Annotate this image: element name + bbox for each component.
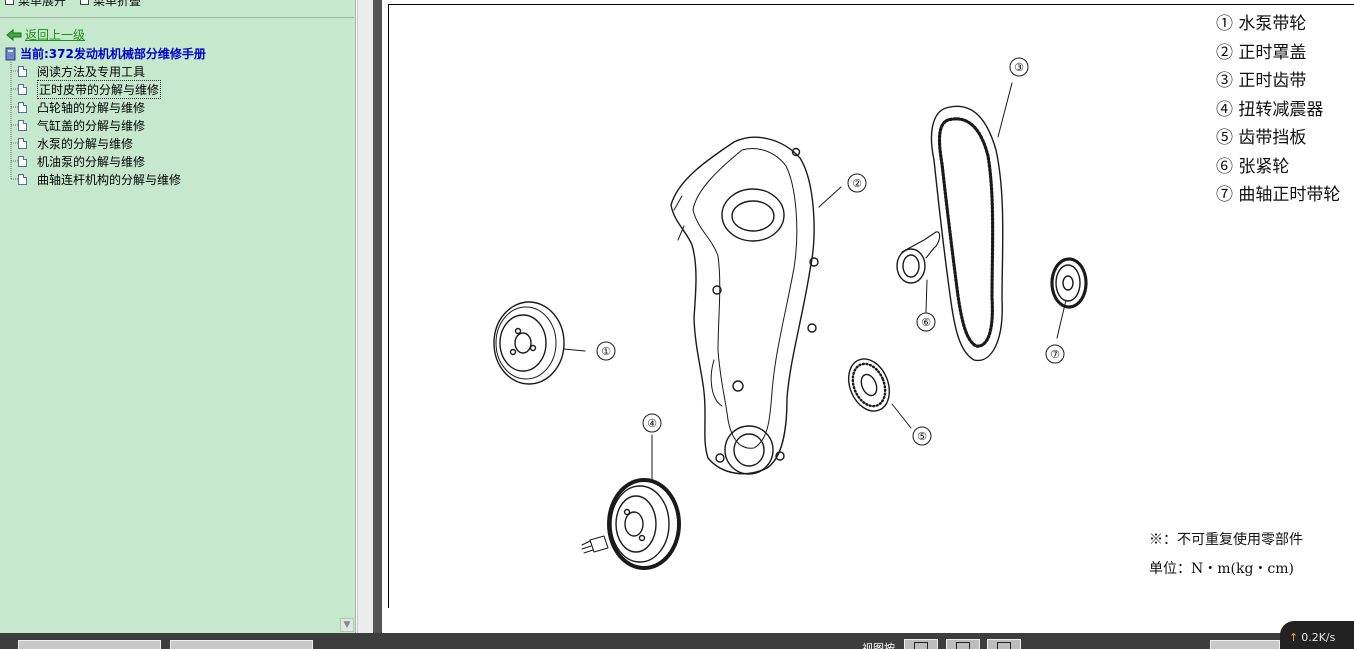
- view-button[interactable]: [904, 639, 938, 649]
- back-arrow-icon: [6, 28, 22, 41]
- timing-belt-exploded-diagram: ① ② ③ ④ ⑤ ⑥ ⑦: [493, 57, 1088, 570]
- view-button[interactable]: [987, 639, 1021, 649]
- chevron-down-icon: ▼: [343, 620, 351, 630]
- document-icon: [18, 101, 27, 113]
- timing-belt-part: [930, 82, 1013, 362]
- menu-collapse-button[interactable]: 菜单折叠: [80, 0, 142, 8]
- legend-item: ② 正时罩盖: [1216, 43, 1307, 63]
- callout-7: ⑦: [1050, 348, 1060, 361]
- tensioner-part: [896, 231, 941, 313]
- network-speed-value: 0.2K/s: [1301, 631, 1336, 644]
- tree-item-water-pump[interactable]: 水泵的分解与维修: [18, 135, 133, 151]
- callout-2: ②: [852, 177, 862, 190]
- taskbar-window-button[interactable]: [170, 640, 313, 649]
- tree-item-label: 正时皮带的分解与维修: [37, 79, 162, 99]
- tree-item-label: 水泵的分解与维修: [37, 136, 134, 151]
- tree-item-timing-belt[interactable]: 正时皮带的分解与维修: [18, 79, 162, 99]
- document-icon: [18, 65, 27, 77]
- scroll-down-button[interactable]: ▼: [340, 618, 354, 632]
- window-icon: [956, 642, 970, 649]
- menu-expand-label: 菜单展开: [18, 0, 67, 8]
- diagram-view: ① ② ③ ④ ⑤ ⑥ ⑦ ① 水泵带轮 ② 正时罩盖 ③ 正时齿带 ④ 扭转减…: [382, 0, 1354, 633]
- back-link-label: 返回上一级: [25, 28, 86, 42]
- timing-cover-part: [670, 136, 842, 475]
- bottom-taskbar: 视图按: [0, 633, 1354, 649]
- window-icon: [914, 642, 928, 649]
- legend-item: ⑤ 齿带挡板: [1216, 128, 1307, 148]
- upload-arrow-icon: ↑: [1289, 631, 1299, 644]
- document-icon: [18, 155, 27, 167]
- callout-5: ⑤: [917, 430, 927, 443]
- book-icon: [5, 47, 16, 60]
- non-reusable-note: ※：不可重复使用零部件: [1149, 532, 1303, 548]
- menu-collapse-label: 菜单折叠: [93, 0, 142, 8]
- callout-6: ⑥: [921, 316, 931, 329]
- tree-item-label: 凸轮轴的分解与维修: [37, 100, 146, 115]
- document-icon: [18, 83, 27, 95]
- legend-item: ⑦ 曲轴正时带轮: [1216, 185, 1341, 205]
- crankshaft-timing-pulley-part: [1050, 257, 1088, 339]
- menu-toolbar: 菜单展开 菜单折叠: [0, 0, 354, 18]
- tree-item-reading-method[interactable]: 阅读方法及专用工具: [18, 63, 145, 79]
- splitter-handle[interactable]: [373, 0, 382, 633]
- document-icon: [18, 173, 27, 185]
- document-icon: [18, 137, 27, 149]
- legend-item: ③ 正时齿带: [1216, 71, 1307, 91]
- tree-item-label: 机油泵的分解与维修: [37, 154, 146, 169]
- callout-3: ③: [1014, 61, 1024, 74]
- tree-item-label: 气缸盖的分解与维修: [37, 118, 146, 133]
- diagram-frame: [388, 4, 1354, 608]
- collapse-icon: [80, 0, 89, 5]
- callout-4: ④: [647, 417, 657, 430]
- legend-item: ⑥ 张紧轮: [1216, 157, 1290, 177]
- tree-item-cylinder-head[interactable]: 气缸盖的分解与维修: [18, 117, 145, 133]
- legend-item: ④ 扭转减震器: [1216, 100, 1324, 120]
- tree-item-label: 阅读方法及专用工具: [37, 64, 146, 79]
- tree-item-crankshaft[interactable]: 曲轴连杆机构的分解与维修: [18, 171, 181, 187]
- expand-icon: [5, 0, 14, 5]
- taskbar-window-button[interactable]: [18, 640, 161, 649]
- back-link[interactable]: 返回上一级: [6, 26, 85, 43]
- tree-item-label: 曲轴连杆机构的分解与维修: [37, 172, 182, 187]
- torsional-damper-part: [581, 434, 681, 570]
- tree-item-camshaft[interactable]: 凸轮轴的分解与维修: [18, 99, 145, 115]
- belt-guide-plate-part: [847, 358, 912, 429]
- view-button[interactable]: [946, 639, 980, 649]
- callout-1: ①: [601, 345, 611, 358]
- tree-connector-lines: [10, 62, 20, 180]
- current-manual-title: 当前:372发动机机械部分维修手册: [5, 45, 206, 62]
- navigation-tree-panel: 菜单展开 菜单折叠 返回上一级 当前:372发动机机械部分维修手册 阅读方法及专…: [0, 0, 356, 633]
- unit-note: 单位：N・m(kg・cm): [1149, 561, 1295, 577]
- document-icon: [18, 119, 27, 131]
- taskbar-window-button[interactable]: [1210, 640, 1280, 649]
- water-pump-pulley-part: [493, 301, 586, 385]
- network-speed-widget: ↑0.2K/s: [1280, 621, 1354, 649]
- tree-item-oil-pump[interactable]: 机油泵的分解与维修: [18, 153, 145, 169]
- view-label: 视图按: [862, 642, 895, 649]
- menu-expand-button[interactable]: 菜单展开: [5, 0, 67, 8]
- window-icon: [997, 642, 1011, 649]
- current-manual-label: 当前:372发动机机械部分维修手册: [20, 47, 206, 61]
- legend-item: ① 水泵带轮: [1216, 14, 1307, 34]
